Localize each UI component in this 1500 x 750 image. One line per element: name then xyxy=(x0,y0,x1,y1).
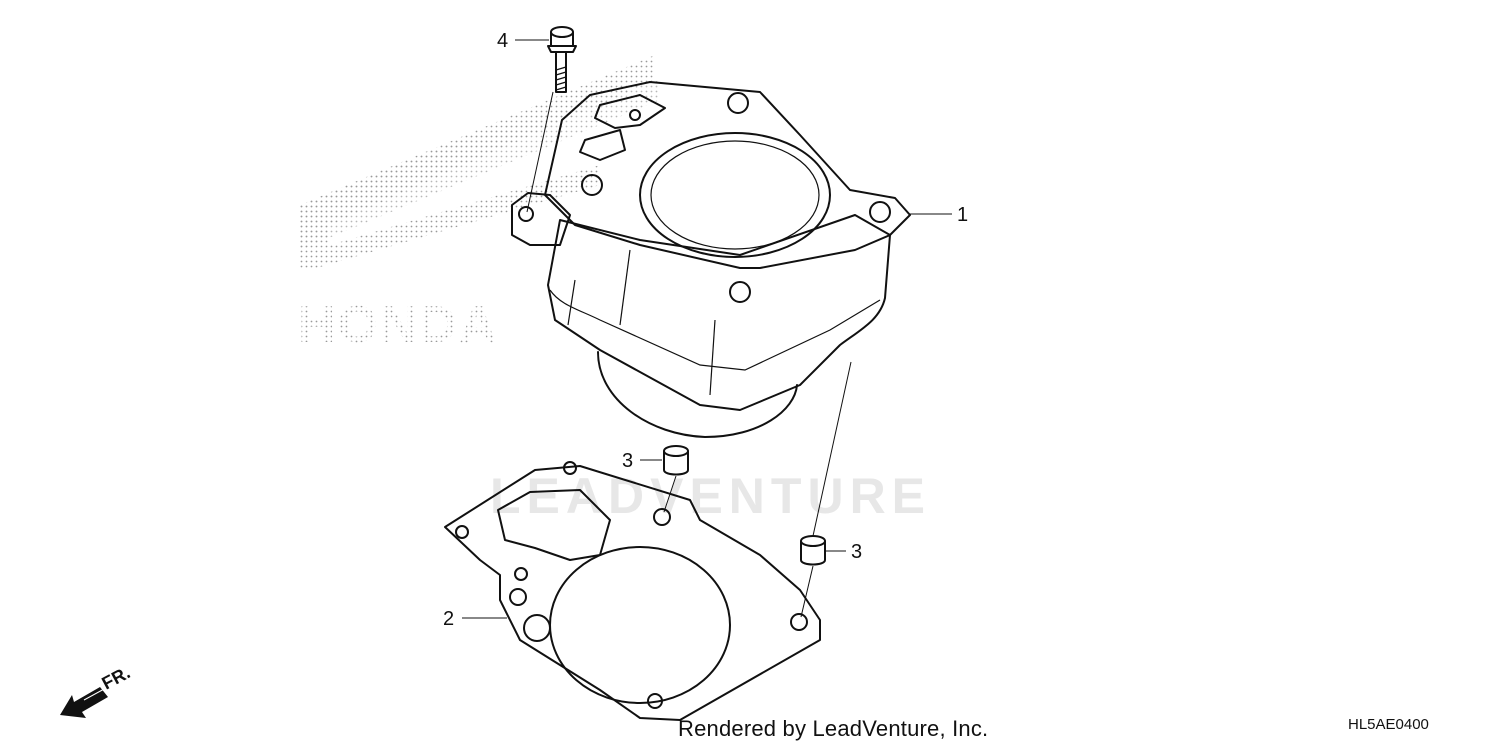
cylinder-part-1[interactable] xyxy=(511,81,911,438)
callout-1: 1 xyxy=(957,204,968,226)
dowel-pin-part-3a[interactable] xyxy=(663,445,689,476)
front-direction-arrow: FR. xyxy=(60,662,133,718)
dowel-pin-part-3b[interactable] xyxy=(800,535,826,566)
guide-lines xyxy=(526,91,852,618)
callout-3a: 3 xyxy=(622,450,633,472)
bolt-part-4[interactable] xyxy=(547,26,577,93)
watermark: LEADVENTURE xyxy=(490,468,931,524)
render-credit: Rendered by LeadVenture, Inc. xyxy=(678,716,989,741)
brand-logo-text: HONDA xyxy=(298,296,499,354)
callout-3b: 3 xyxy=(851,541,862,563)
callout-leaders xyxy=(462,39,952,619)
brand-logo: HONDA xyxy=(298,55,660,354)
diagram-code: HL5AE0400 xyxy=(1348,716,1429,733)
callout-2: 2 xyxy=(443,608,454,630)
callout-4: 4 xyxy=(497,30,508,52)
gasket-part-2[interactable] xyxy=(444,461,821,721)
